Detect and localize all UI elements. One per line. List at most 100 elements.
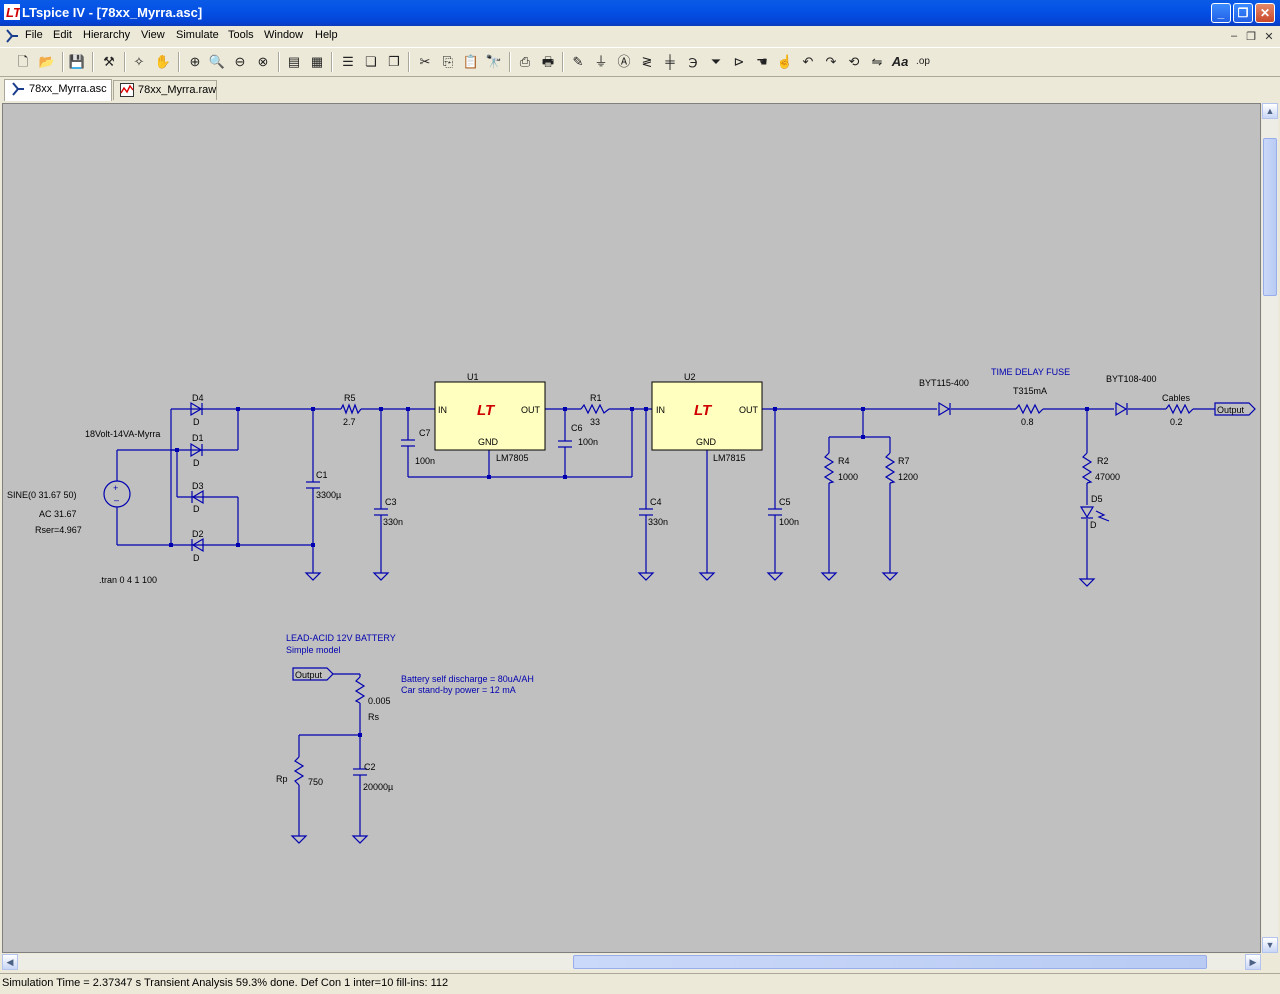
print-icon[interactable]: 🖶 — [541, 54, 555, 69]
copy-icon[interactable]: ⎘ — [442, 54, 454, 69]
capacitor-icon[interactable]: ╪ — [665, 54, 675, 69]
c7-value: 100n — [415, 456, 435, 466]
r7-name: R7 — [898, 456, 910, 466]
d2-name: D2 — [192, 529, 204, 539]
waveform-icon[interactable]: ▤ — [287, 54, 301, 69]
svg-text:+: + — [113, 483, 118, 493]
cascade-icon[interactable]: ❏ — [365, 54, 377, 69]
mirror-icon[interactable]: ⇋ — [871, 54, 883, 69]
menu-tools[interactable]: Tools — [228, 29, 254, 41]
diode-icon[interactable]: ⏷ — [710, 54, 722, 69]
svg-text:–: – — [114, 495, 119, 505]
new-icon[interactable]: 🗋 — [17, 54, 29, 69]
open-icon[interactable]: 📂 — [38, 54, 56, 69]
redo-icon[interactable]: ↷ — [825, 54, 837, 69]
vertical-scrollbar[interactable]: ▲ ▼ — [1262, 103, 1278, 953]
cables-name: Cables — [1162, 393, 1191, 403]
byt108-name: BYT108-400 — [1106, 374, 1157, 384]
print-setup-icon[interactable]: ⎙ — [519, 54, 531, 69]
menu-file[interactable]: File — [25, 29, 43, 41]
tile-horizontal-icon[interactable]: ☰ — [342, 54, 354, 69]
u1-name: U1 — [467, 372, 479, 382]
minimize-button[interactable]: _ — [1211, 3, 1231, 23]
c2-value: 20000µ — [363, 782, 393, 792]
restore-button[interactable]: ❐ — [1233, 3, 1253, 23]
drag-icon[interactable]: ☝ — [776, 54, 794, 69]
menu-simulate[interactable]: Simulate — [176, 29, 219, 41]
battery-title: LEAD-ACID 12V BATTERY — [286, 633, 396, 643]
autorange-icon[interactable]: ▦ — [310, 54, 324, 69]
c4-value: 330n — [648, 517, 668, 527]
tab-waveform[interactable]: 78xx_Myrra.raw — [113, 80, 217, 100]
spice-directive-icon[interactable]: .op — [916, 56, 930, 67]
d1-name: D1 — [192, 433, 204, 443]
resistor-icon[interactable]: ≷ — [641, 54, 653, 69]
c2-name: C2 — [364, 762, 376, 772]
svg-text:LT: LT — [6, 5, 20, 20]
inductor-icon[interactable]: ℈ — [688, 54, 698, 69]
u1-out-pin: OUT — [521, 405, 541, 415]
horizontal-scroll-thumb[interactable] — [573, 955, 1207, 969]
component-icon[interactable]: ⊳ — [733, 54, 745, 69]
undo-icon[interactable]: ↶ — [802, 54, 814, 69]
menu-edit[interactable]: Edit — [53, 29, 72, 41]
battery-output-label[interactable]: Output — [295, 670, 323, 680]
scroll-right-button[interactable]: ▶ — [1245, 954, 1261, 970]
text-icon[interactable]: Aa — [891, 54, 909, 69]
tran-directive[interactable]: .tran 0 4 1 100 — [99, 575, 157, 585]
find-icon[interactable]: 🔭 — [485, 54, 503, 69]
menu-view[interactable]: View — [141, 29, 165, 41]
r4-name: R4 — [838, 456, 850, 466]
schematic-canvas[interactable]: + – LT LT 18Volt-14VA-Myrra SINE(0 31.67… — [2, 103, 1261, 953]
menu-help[interactable]: Help — [315, 29, 338, 41]
close-button[interactable]: ✕ — [1255, 3, 1275, 23]
mdi-restore-button[interactable]: ❐ — [1246, 31, 1256, 43]
zoom-out-icon[interactable]: ⊖ — [234, 54, 246, 69]
wand-icon[interactable]: ✧ — [133, 54, 145, 69]
document-menu-icon[interactable] — [4, 28, 20, 44]
waveform-file-icon — [120, 83, 134, 97]
cables-value: 0.2 — [1170, 417, 1183, 427]
cut-icon[interactable]: ✂ — [419, 54, 431, 69]
tab-schematic[interactable]: 78xx_Myrra.asc — [4, 79, 112, 101]
label-icon[interactable]: Ⓐ — [617, 54, 631, 69]
paste-icon[interactable]: 📋 — [462, 54, 480, 69]
hand-icon[interactable]: ✋ — [154, 54, 172, 69]
battery-subtitle: Simple model — [286, 645, 341, 655]
rotate-icon[interactable]: ⟲ — [848, 54, 860, 69]
mdi-minimize-button[interactable]: – — [1230, 30, 1238, 42]
scroll-left-button[interactable]: ◀ — [2, 954, 18, 970]
zoom-area-icon[interactable]: 🔍 — [208, 54, 226, 69]
scroll-down-button[interactable]: ▼ — [1262, 937, 1278, 953]
hammer-icon[interactable]: ⚒ — [103, 54, 115, 69]
fuse-name: T315mA — [1013, 386, 1047, 396]
r1-name: R1 — [590, 393, 602, 403]
tab-label: 78xx_Myrra.raw — [138, 84, 217, 96]
wire-icon[interactable]: ✎ — [572, 54, 584, 69]
output-net-label[interactable]: Output — [1217, 405, 1245, 415]
battery-note-2: Car stand-by power = 12 mA — [401, 685, 516, 695]
ground-icon[interactable]: ⏚ — [594, 54, 608, 69]
d3-name: D3 — [192, 481, 204, 491]
move-icon[interactable]: ☚ — [756, 54, 768, 69]
menu-hierarchy[interactable]: Hierarchy — [83, 29, 131, 41]
c5-value: 100n — [779, 517, 799, 527]
status-text: Simulation Time = 2.37347 s Transient An… — [2, 977, 449, 989]
rp-value: 750 — [308, 777, 323, 787]
r5-name: R5 — [344, 393, 356, 403]
mdi-close-button[interactable]: ✕ — [1264, 31, 1274, 43]
horizontal-scrollbar[interactable]: ◀ ▶ — [2, 954, 1261, 970]
svg-text:LT: LT — [694, 402, 713, 419]
zoom-cancel-icon[interactable]: ⊗ — [257, 54, 269, 69]
u2-part: LM7815 — [713, 453, 746, 463]
status-bar: Simulation Time = 2.37347 s Transient An… — [0, 973, 1280, 994]
zoom-in-icon[interactable]: ⊕ — [189, 54, 201, 69]
vertical-scroll-thumb[interactable] — [1263, 138, 1277, 296]
arrange-icon[interactable]: ❐ — [388, 54, 400, 69]
scroll-up-button[interactable]: ▲ — [1262, 103, 1278, 119]
source-name-label: 18Volt-14VA-Myrra — [85, 429, 160, 439]
menu-window[interactable]: Window — [264, 29, 304, 41]
window-title: LTspice IV - [78xx_Myrra.asc] — [22, 5, 203, 20]
save-icon[interactable]: 💾 — [68, 54, 86, 69]
u2-gnd-pin: GND — [696, 437, 717, 447]
